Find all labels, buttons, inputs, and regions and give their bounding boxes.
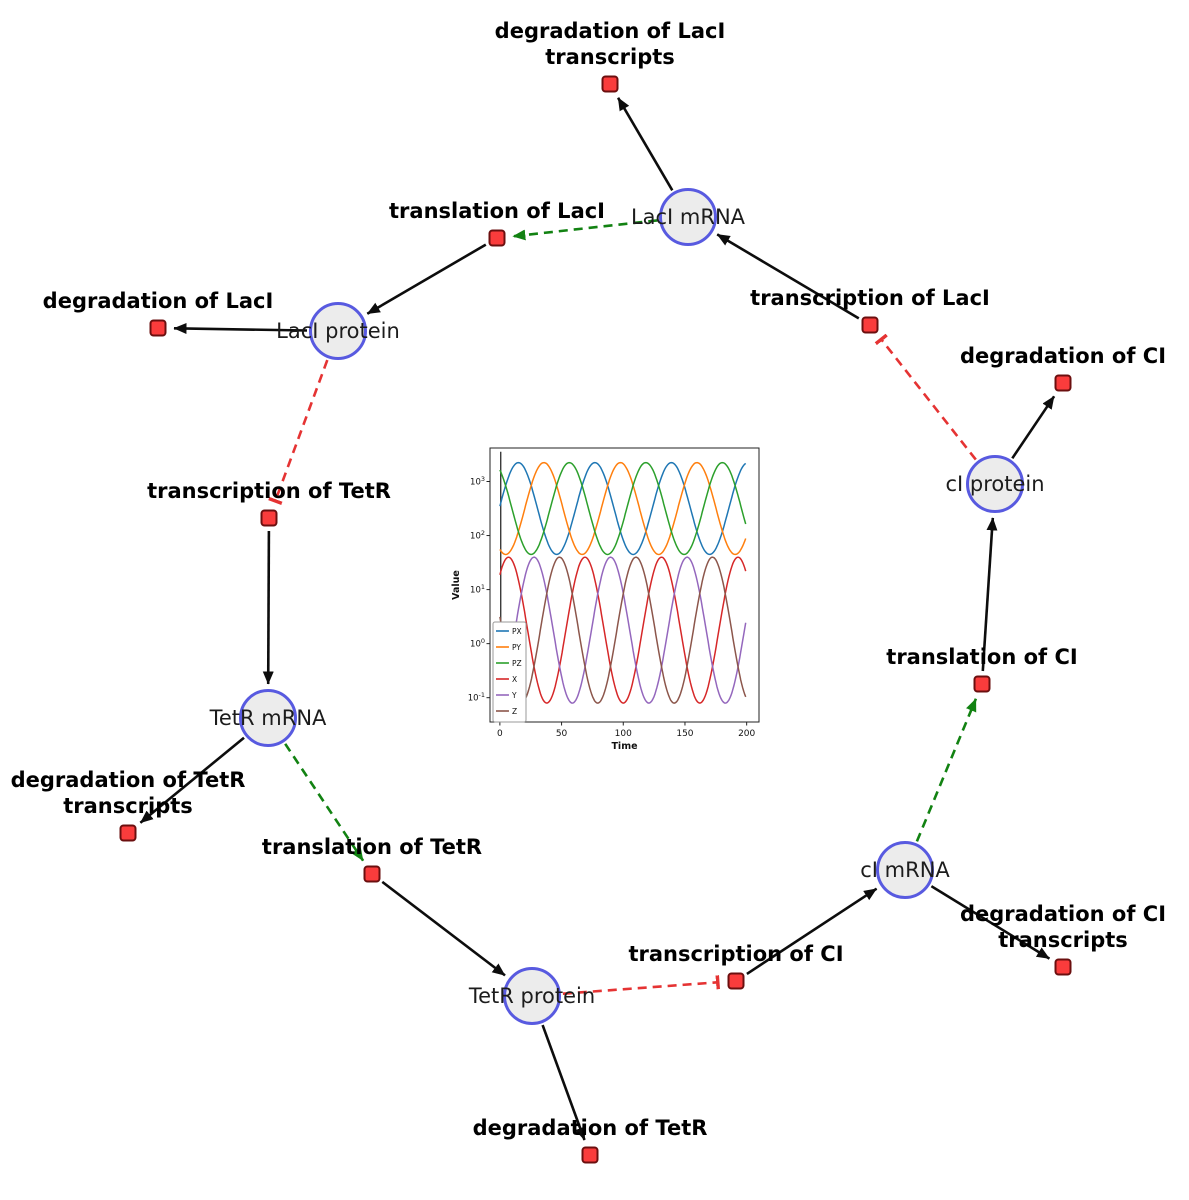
y-axis-label: Value (451, 570, 462, 600)
species-label-tetr-mrna: TetR mRNA (209, 706, 327, 730)
reaction-label-degradation-of-tetr: degradation of TetR (472, 1116, 708, 1140)
chart-legend (492, 621, 527, 723)
x-axis-label: Time (611, 741, 637, 752)
edge-product-transcription-of-laci--laci-mrna (716, 233, 860, 320)
species-node-laci-mrna (659, 188, 717, 246)
edge-product-translation-of-tetr--tetr-protein (381, 880, 506, 977)
edge-product-translation-of-ci--ci-protein (981, 517, 998, 672)
reaction-node-degradation-of-tetr-transcripts (119, 824, 137, 842)
reaction-node-degradation-of-ci-transcripts (1054, 958, 1072, 976)
x-tick-label: 100 (615, 729, 632, 739)
reaction-label-transcription-of-tetr: transcription of TetR (147, 479, 391, 503)
edge-product-translation-of-laci--laci-protein (366, 243, 487, 315)
legend-label-PY: PY (512, 643, 521, 652)
edge-reactant-ci-protein--degradation-of-ci (1011, 395, 1056, 460)
y-tick-label: 103 (470, 475, 485, 488)
edge-modifier-laci-mrna--translation-of-laci (512, 219, 658, 241)
series-Y (499, 556, 747, 704)
species-node-tetr-protein (503, 967, 561, 1025)
legend-label-X: X (512, 675, 517, 684)
x-tick-label: 0 (497, 729, 503, 739)
species-label-ci-mrna: cI mRNA (860, 858, 950, 882)
edge-reactant-tetr-mrna--degradation-of-tetr-transcripts (139, 736, 245, 824)
legend-label-PX: PX (512, 627, 522, 636)
reaction-label-transcription-of-laci: transcription of LacI (750, 286, 990, 310)
reaction-node-transcription-of-laci (861, 316, 879, 334)
legend-label-Z: Z (512, 707, 517, 716)
y-tick-label: 10-1 (468, 691, 485, 704)
reaction-node-degradation-of-tetr (581, 1146, 599, 1164)
species-label-tetr-protein: TetR protein (468, 984, 596, 1008)
legend-label-Y: Y (511, 691, 517, 700)
species-node-ci-mrna (876, 841, 934, 899)
edge-product-transcription-of-tetr--tetr-mrna (262, 530, 274, 685)
species-node-tetr-mrna (239, 689, 297, 747)
reaction-label-degradation-of-ci: degradation of CI (959, 344, 1167, 368)
reaction-node-transcription-of-tetr (260, 509, 278, 527)
legend-label-PZ: PZ (512, 659, 522, 668)
series-PZ (499, 461, 747, 556)
reaction-label-translation-of-tetr: translation of TetR (261, 835, 483, 859)
reaction-node-transcription-of-ci (727, 972, 745, 990)
species-node-laci-protein (309, 302, 367, 360)
reaction-node-degradation-of-ci (1054, 374, 1072, 392)
edge-reactant-tetr-protein--degradation-of-tetr (541, 1024, 586, 1141)
species-label-laci-protein: LacI protein (276, 319, 400, 343)
edge-reactant-laci-mrna--degradation-of-laci-transcripts (616, 97, 674, 191)
reaction-label-translation-of-ci: translation of CI (886, 645, 1078, 669)
series-X (499, 556, 747, 704)
series-PX (499, 461, 747, 556)
reaction-label-transcription-of-ci: transcription of CI (628, 942, 844, 966)
reaction-node-degradation-of-laci (149, 319, 167, 337)
edge-reactant-ci-mrna--degradation-of-ci-transcripts (930, 885, 1051, 960)
x-tick-label: 150 (676, 729, 693, 739)
series-PY (499, 461, 747, 556)
edge-modifier-tetr-mrna--translation-of-tetr (284, 743, 365, 862)
edge-modifier-ci-mrna--translation-of-ci (915, 698, 978, 842)
reaction-label-degradation-of-laci: degradation of LacI (42, 289, 274, 313)
species-label-laci-mrna: LacI mRNA (630, 205, 746, 229)
reaction-node-degradation-of-laci-transcripts (601, 75, 619, 93)
edge-inhibition-laci-protein--transcription-of-tetr (268, 359, 329, 505)
reaction-node-translation-of-tetr (363, 865, 381, 883)
edge-product-transcription-of-ci--ci-mrna (746, 887, 878, 975)
species-node-ci-protein (966, 455, 1024, 513)
y-tick-label: 101 (470, 583, 485, 596)
reaction-node-translation-of-ci (973, 675, 991, 693)
x-tick-label: 50 (556, 729, 568, 739)
y-tick-label: 100 (470, 637, 485, 650)
series-Z (499, 556, 747, 704)
reaction-node-translation-of-laci (488, 229, 506, 247)
species-label-ci-protein: cI protein (945, 472, 1045, 496)
edge-inhibition-ci-protein--transcription-of-laci (874, 333, 977, 461)
x-tick-label: 200 (738, 729, 755, 739)
edge-inhibition-tetr-protein--transcription-of-ci (562, 975, 721, 995)
reaction-label-translation-of-laci: translation of LacI (389, 199, 605, 223)
edge-reactant-laci-protein--degradation-of-laci (173, 323, 308, 335)
y-tick-label: 102 (470, 529, 485, 542)
